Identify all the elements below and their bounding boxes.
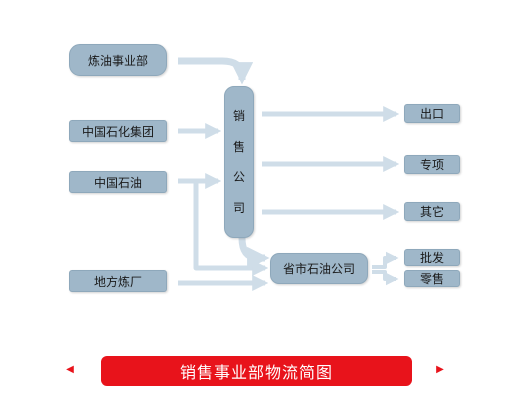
node-export: 出口: [404, 104, 460, 123]
node-petrochina: 中国石油: [69, 171, 167, 193]
arrow-provincial-to-retail: [372, 270, 399, 286]
node-other: 其它: [404, 202, 460, 221]
node-local-refinery: 地方炼厂: [69, 270, 167, 292]
sales-char-3: 公: [232, 170, 245, 185]
node-provincial-company: 省市石油公司: [270, 253, 368, 284]
sales-char-2: 售: [232, 139, 245, 154]
arrow-refining-to-sales: [178, 57, 254, 85]
node-wholesale: 批发: [404, 249, 460, 266]
arrow-provincial-to-wholesale: [372, 251, 399, 269]
sales-char-1: 销: [232, 109, 245, 124]
sales-char-4: 司: [232, 200, 245, 215]
arrow-sales-to-provincial: [238, 237, 270, 270]
diagram-title: 销售事业部物流简图: [101, 356, 412, 386]
next-arrow-icon[interactable]: ▶: [436, 364, 444, 375]
node-special: 专项: [404, 155, 460, 174]
arrow-petrochina-to-provincial: [193, 181, 269, 277]
prev-arrow-icon[interactable]: ◀: [66, 364, 74, 375]
node-sales-company: 销 售 公 司: [224, 86, 254, 238]
node-retail: 零售: [404, 270, 460, 287]
node-refining: 炼油事业部: [69, 44, 167, 76]
node-sinopec: 中国石化集团: [69, 120, 167, 142]
